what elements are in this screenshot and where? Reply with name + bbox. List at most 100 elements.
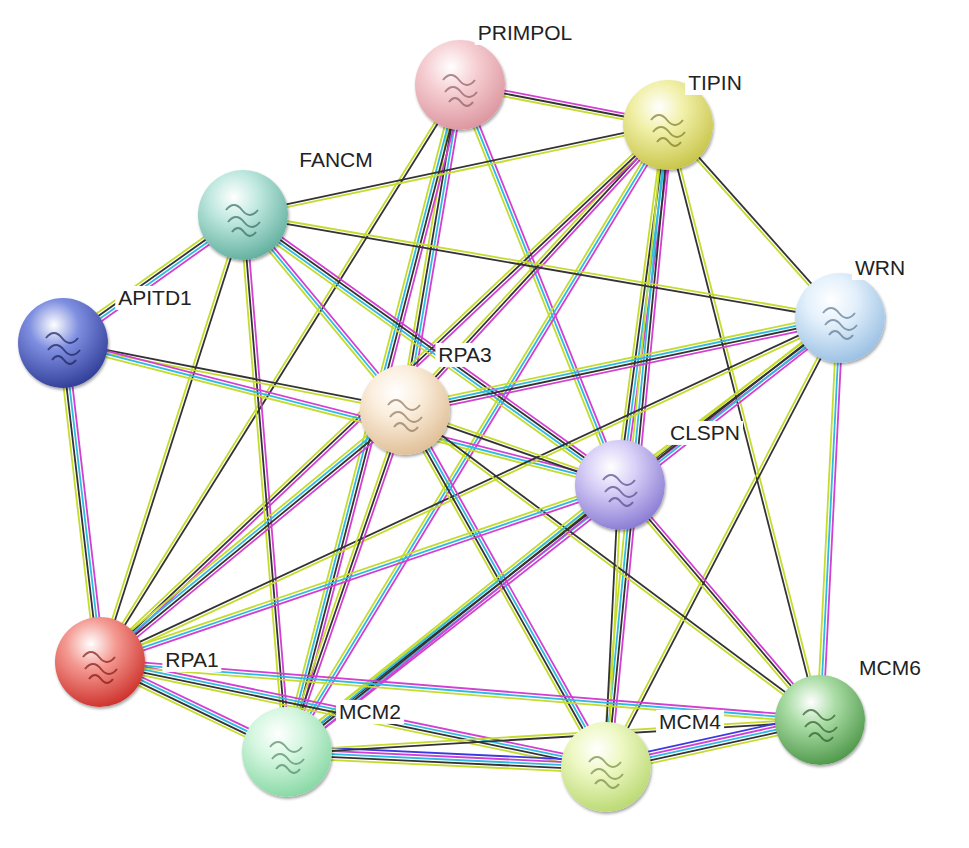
interaction-edge — [443, 422, 582, 473]
node-label: WRN — [852, 256, 908, 280]
protein-sphere — [55, 617, 145, 707]
node-label: APITD1 — [115, 286, 195, 310]
interaction-edge — [694, 155, 814, 289]
structure-icon — [242, 707, 332, 797]
evidence-line — [63, 384, 91, 622]
interaction-edge — [328, 748, 566, 771]
interaction-edge — [624, 354, 823, 732]
evidence-line — [141, 662, 779, 713]
protein-sphere — [775, 675, 865, 765]
interaction-edge — [306, 158, 650, 718]
structure-icon — [775, 675, 865, 765]
evidence-line — [819, 359, 835, 679]
interaction-edge — [500, 90, 629, 120]
evidence-line — [246, 256, 283, 711]
evidence-line — [694, 157, 811, 289]
evidence-line — [626, 355, 822, 731]
evidence-line — [647, 732, 781, 761]
node-label: RPA3 — [435, 343, 494, 367]
protein-node: RPA3 — [360, 365, 450, 455]
evidence-line — [435, 157, 642, 382]
node-label: MCM6 — [856, 656, 924, 680]
evidence-line — [249, 256, 286, 711]
evidence-line — [269, 247, 379, 379]
interaction-edge — [819, 359, 841, 679]
protein-node: PRIMPOL — [415, 40, 505, 130]
evidence-line — [97, 240, 210, 320]
evidence-line — [140, 501, 582, 652]
protein-sphere — [360, 365, 450, 455]
evidence-line — [94, 235, 207, 315]
node-label: CLSPN — [667, 421, 743, 445]
node-label: TIPIN — [685, 71, 745, 95]
protein-node: RPA1 — [55, 617, 145, 707]
evidence-line — [136, 681, 249, 735]
structure-icon — [561, 722, 651, 812]
evidence-line — [644, 518, 791, 691]
protein-node: APITD1 — [18, 298, 108, 388]
interaction-edge — [243, 256, 286, 712]
structure-icon — [360, 365, 450, 455]
evidence-line — [103, 350, 581, 472]
protein-node: MCM4 — [561, 722, 651, 812]
interaction-edge — [111, 254, 232, 624]
evidence-line — [647, 516, 794, 689]
interaction-edge — [316, 340, 810, 730]
interaction-edge — [128, 151, 641, 636]
evidence-line — [501, 90, 628, 115]
interaction-edge — [607, 526, 620, 726]
evidence-line — [283, 223, 799, 312]
structure-icon — [198, 170, 288, 260]
evidence-line — [272, 245, 382, 377]
evidence-line — [96, 238, 209, 318]
interaction-edge — [94, 235, 212, 323]
evidence-line — [500, 96, 627, 121]
evidence-line — [500, 93, 627, 118]
protein-sphere — [415, 40, 505, 130]
protein-node: MCM2 — [242, 707, 332, 797]
interaction-edge — [283, 220, 800, 312]
evidence-line — [128, 151, 636, 632]
evidence-line — [444, 422, 582, 470]
evidence-line — [302, 126, 454, 714]
interaction-edge — [102, 350, 581, 478]
evidence-line — [283, 132, 628, 205]
evidence-line — [138, 495, 580, 646]
interaction-edge — [63, 383, 99, 622]
evidence-line — [283, 135, 628, 208]
protein-sphere — [795, 273, 885, 363]
evidence-line — [102, 356, 580, 478]
protein-sphere — [198, 170, 288, 260]
node-label: PRIMPOL — [475, 21, 576, 45]
node-label: FANCM — [296, 148, 376, 172]
evidence-line — [308, 160, 646, 717]
interaction-edge — [644, 514, 795, 690]
evidence-line — [607, 526, 617, 726]
node-label: RPA1 — [162, 648, 221, 672]
evidence-line — [114, 255, 232, 624]
evidence-line — [137, 334, 803, 643]
evidence-line — [131, 435, 373, 635]
structure-icon — [55, 617, 145, 707]
evidence-line — [284, 220, 800, 309]
evidence-line — [649, 514, 796, 687]
evidence-line — [69, 384, 97, 622]
evidence-line — [647, 735, 781, 764]
structure-icon — [575, 440, 665, 530]
protein-node: CLSPN — [575, 440, 665, 530]
protein-node: FANCM — [198, 170, 288, 260]
interaction-edge — [274, 235, 590, 465]
structure-icon — [795, 273, 885, 363]
protein-sphere — [575, 440, 665, 530]
protein-node: WRN — [795, 273, 885, 363]
evidence-line — [446, 331, 801, 406]
interaction-edge — [139, 666, 567, 763]
evidence-line — [822, 359, 838, 679]
node-label: MCM4 — [656, 710, 724, 734]
evidence-line — [243, 256, 280, 711]
protein-sphere — [242, 707, 332, 797]
protein-sphere — [18, 298, 108, 388]
evidence-line — [135, 684, 248, 738]
evidence-line — [274, 243, 584, 465]
